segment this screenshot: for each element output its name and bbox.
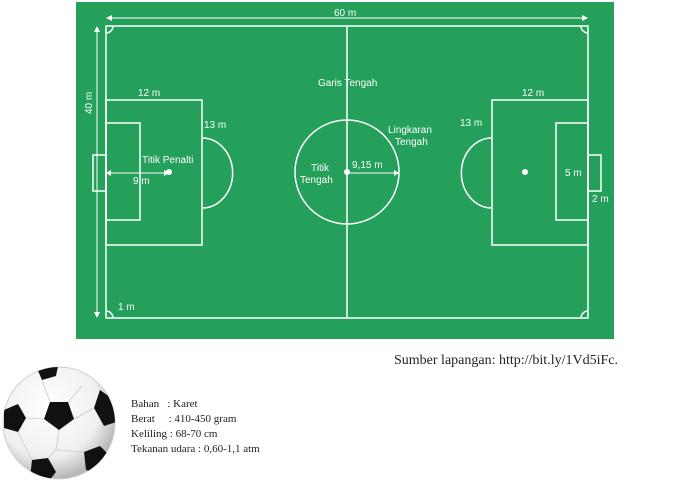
label-center-spot-line1: Titik bbox=[311, 163, 329, 174]
corner-arc-br bbox=[580, 310, 589, 319]
corner-arc-tl bbox=[105, 25, 114, 34]
center-spot bbox=[344, 169, 350, 175]
spec-circumference: Keliling : 68-70 cm bbox=[131, 428, 218, 440]
right-goal bbox=[587, 154, 602, 192]
label-goal-depth: 2 m bbox=[592, 194, 609, 205]
ball-specs: Bahan : Karet Berat : 410-450 gram Kelil… bbox=[131, 397, 260, 457]
label-penalty-area-length-left: 12 m bbox=[138, 88, 161, 99]
label-center-circle-line2: Tengah bbox=[395, 137, 428, 148]
label-arc-right: 13 m bbox=[460, 118, 483, 129]
label-center-spot-line2: Tengah bbox=[300, 175, 333, 186]
field-lines bbox=[92, 15, 602, 319]
label-center-circle-line1: Lingkaran bbox=[388, 125, 432, 136]
label-arc-left: 13 m bbox=[204, 120, 227, 131]
label-width: 40 m bbox=[84, 91, 95, 114]
label-penalty-distance: 9 m bbox=[133, 176, 150, 187]
corner-arc-tr bbox=[580, 25, 589, 34]
corner-arc-bl bbox=[105, 310, 114, 319]
right-penalty-spot bbox=[522, 169, 528, 175]
center-circle bbox=[294, 119, 400, 225]
left-goal-area bbox=[105, 122, 141, 221]
left-goal bbox=[92, 154, 107, 192]
spec-weight: Berat : 410-450 gram bbox=[131, 413, 237, 425]
right-penalty-arc bbox=[460, 137, 493, 209]
label-corner-arc: 1 m bbox=[118, 302, 135, 313]
left-penalty-arc bbox=[201, 137, 234, 209]
field-source-caption: Sumber lapangan: http://bit.ly/1Vd5iFc. bbox=[394, 353, 618, 368]
label-penalty-spot: Titik Penalti bbox=[142, 155, 194, 166]
soccer-ball-image bbox=[2, 366, 116, 480]
label-length: 60 m bbox=[334, 8, 357, 19]
label-penalty-area-length-right: 12 m bbox=[522, 88, 545, 99]
soccer-field: 60 m 40 m 12 m 12 m 13 m 13 m Garis Teng… bbox=[76, 2, 614, 339]
label-center-radius: 9,15 m bbox=[352, 160, 383, 171]
spec-pressure: Tekanan udara : 0,60-1,1 atm bbox=[131, 443, 260, 455]
label-center-line: Garis Tengah bbox=[318, 78, 378, 89]
label-goal-area-width: 5 m bbox=[565, 168, 582, 179]
spec-material: Bahan : Karet bbox=[131, 398, 198, 410]
